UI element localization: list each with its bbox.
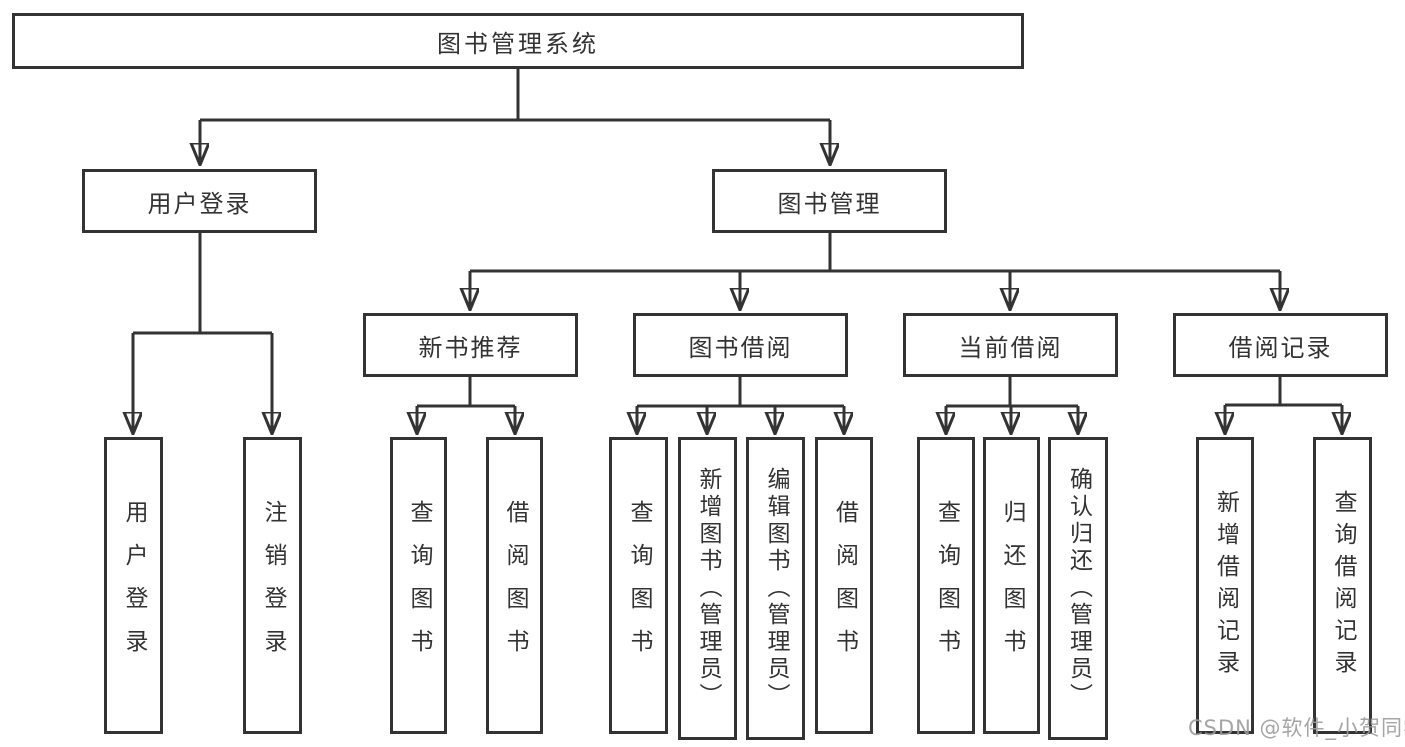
leaf-label: 用户登录 [121, 499, 147, 672]
leaf-label: 注销登录 [260, 499, 286, 672]
leaf-label: 确认归还（管理员） [1065, 467, 1092, 710]
leaf-box-br-query-record: 查询借阅记录 [1313, 437, 1372, 734]
leaf-box-bb-add-books-admin: 新增图书（管理员） [678, 437, 737, 740]
leaf-box-bb-borrow-books: 借阅图书 [815, 437, 873, 734]
leaf-box-cb-confirm-return-admin: 确认归还（管理员） [1048, 437, 1108, 740]
leaf-box-nbr-query-books: 查询图书 [390, 437, 447, 734]
leaf-label: 查询图书 [933, 499, 960, 672]
leaf-label: 查询借阅记录 [1330, 489, 1356, 682]
root-label: 图书管理系统 [437, 29, 599, 58]
leaf-label: 编辑图书（管理员） [763, 467, 789, 710]
root-box: 图书管理系统 [12, 13, 1024, 69]
leaf-box-bb-edit-books-admin: 编辑图书（管理员） [746, 437, 805, 740]
group-box-new-book-recommendation: 新书推荐 [363, 313, 578, 377]
group-label: 新书推荐 [418, 333, 523, 362]
leaf-label: 借阅图书 [502, 499, 528, 672]
branch-box-book-management: 图书管理 [712, 169, 947, 233]
group-label: 图书借阅 [688, 333, 793, 362]
leaf-label: 查询图书 [406, 499, 432, 672]
branch-label: 用户登录 [147, 189, 252, 218]
leaf-label: 新增借阅记录 [1212, 489, 1239, 682]
watermark: CSDN @软件_小贺同学 [1188, 716, 1405, 740]
leaf-label: 归还图书 [999, 499, 1025, 672]
leaf-box-cb-return-books: 归还图书 [983, 437, 1040, 734]
branch-label: 图书管理 [777, 189, 882, 218]
leaf-box-nbr-borrow-books: 借阅图书 [486, 437, 543, 734]
leaf-box-cb-query-books: 查询图书 [917, 437, 975, 734]
group-box-current-borrowing: 当前借阅 [903, 313, 1118, 377]
leaf-box-user-login: 用户登录 [104, 437, 163, 734]
leaf-label: 新增图书（管理员） [695, 467, 721, 710]
group-box-book-borrowing: 图书借阅 [633, 313, 848, 377]
leaf-label: 查询图书 [626, 499, 652, 672]
group-box-borrowing-records: 借阅记录 [1173, 313, 1388, 377]
group-label: 借阅记录 [1228, 333, 1333, 362]
leaf-label: 借阅图书 [831, 499, 858, 672]
leaf-box-br-add-record: 新增借阅记录 [1196, 437, 1254, 734]
leaf-box-bb-query-books: 查询图书 [609, 437, 668, 734]
branch-box-user-login: 用户登录 [82, 169, 317, 233]
leaf-box-logout: 注销登录 [243, 437, 302, 734]
group-label: 当前借阅 [958, 333, 1063, 362]
